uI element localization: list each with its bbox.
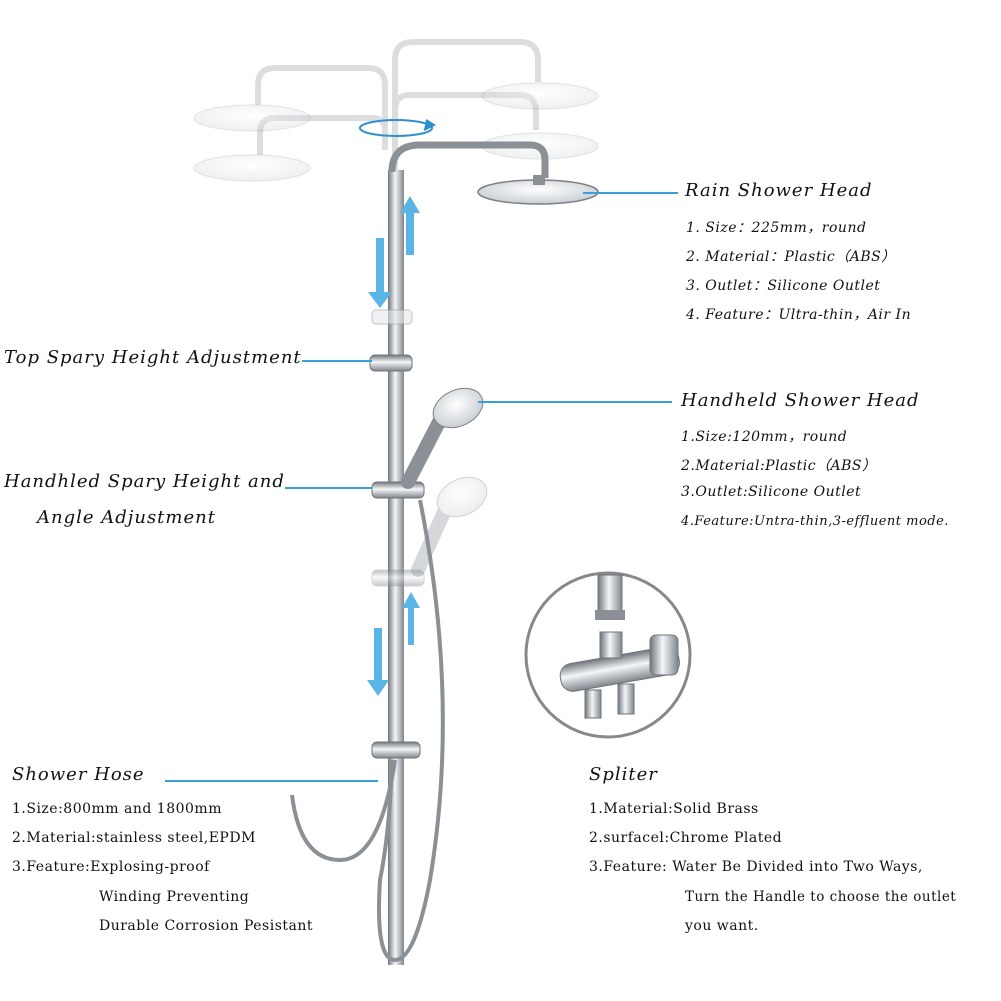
splitter-inset bbox=[524, 571, 692, 739]
rain-item-2: 2. Material：Plastic（ABS） bbox=[686, 249, 896, 265]
leader-lines bbox=[165, 192, 678, 782]
hose-feature-2: Winding Preventing bbox=[99, 889, 250, 905]
handheld-item-1: 1.Size:120mm，round bbox=[681, 429, 848, 445]
handheld-item-3: 3.Outlet:Silicone Outlet bbox=[681, 484, 862, 500]
hose-title: Shower Hose bbox=[12, 764, 145, 785]
splitter-item-2: 2.surfacel:Chrome Plated bbox=[589, 830, 783, 846]
splitter-feature-2: Turn the Handle to choose the outlet bbox=[685, 889, 957, 905]
hose-item-3: 3.Feature:Explosing-proof bbox=[12, 859, 210, 875]
splitter-item-3: 3.Feature: Water Be Divided into Two Way… bbox=[589, 859, 923, 875]
rain-item-3: 3. Outlet：Silicone Outlet bbox=[686, 278, 881, 294]
top-slider bbox=[369, 309, 413, 372]
handheld-item-2: 2.Material:Plastic（ABS） bbox=[681, 458, 877, 474]
handheld-item-4: 4.Feature:Untra-thin,3-effluent mode. bbox=[681, 514, 949, 529]
splitter-item-1: 1.Material:Solid Brass bbox=[589, 801, 759, 817]
ghost-head-discs bbox=[193, 82, 599, 182]
rotate-arrow-icon bbox=[359, 119, 437, 137]
hose-item-2: 2.Material:stainless steel,EPDM bbox=[12, 830, 256, 846]
hose-item-1: 1.Size:800mm and 1800mm bbox=[12, 801, 222, 817]
riser-pipe bbox=[388, 170, 404, 965]
ghost-handheld bbox=[411, 476, 488, 577]
handheld-title: Handheld Shower Head bbox=[681, 390, 920, 411]
top-adjust-title: Top Spary Height Adjustment bbox=[4, 347, 302, 368]
loose-hose bbox=[290, 759, 397, 863]
rain-item-4: 4. Feature：Ultra-thin，Air In bbox=[686, 307, 912, 323]
hose-feature-3: Durable Corrosion Pesistant bbox=[99, 918, 314, 934]
splitter-feature-3: you want. bbox=[685, 918, 759, 934]
rain-head-title: Rain Shower Head bbox=[685, 180, 873, 201]
shower-arm bbox=[388, 141, 549, 178]
handheld-adjust-title-2: Angle Adjustment bbox=[37, 507, 216, 528]
rain-item-1: 1. Size：225mm，round bbox=[686, 220, 867, 236]
shower-hose bbox=[377, 499, 445, 963]
handheld-adjust-title-1: Handhled Spary Height and bbox=[4, 471, 285, 492]
height-arrows bbox=[367, 196, 420, 696]
handheld-shower bbox=[401, 387, 484, 489]
splitter-title: Spliter bbox=[589, 764, 658, 785]
